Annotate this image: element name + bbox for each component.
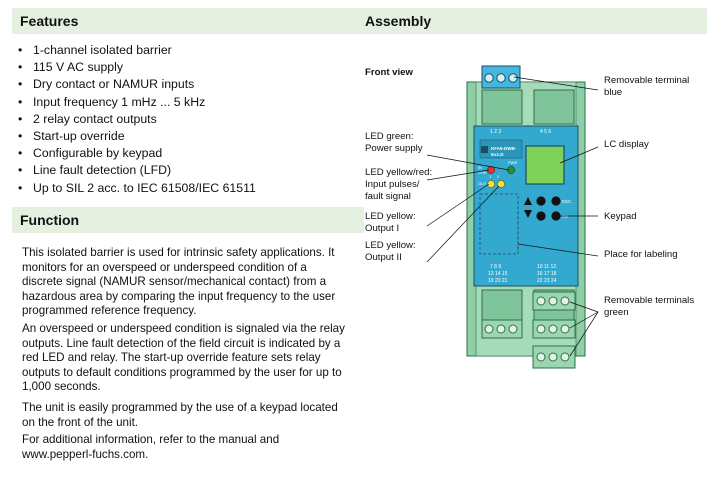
label-line: Removable terminal: [604, 75, 690, 86]
terminal-numbers-bottom-right: 10 11 12: [537, 264, 556, 270]
keypad-button-top-left[interactable]: [536, 196, 546, 206]
screw-icon: [536, 296, 546, 306]
screw-icon: [508, 324, 518, 334]
terminal-numbers-bottom-left: 19 20 21: [488, 278, 508, 284]
label-removable-terminals-green: Removable terminals green: [604, 295, 694, 319]
function-paragraph: For additional information, refer to the…: [22, 433, 280, 461]
label-line: LED yellow:: [365, 240, 416, 251]
features-heading: Features: [12, 8, 364, 34]
label-led-yellow-red: LED yellow/red: Input pulses/ fault sign…: [365, 167, 432, 203]
screw-icon: [536, 352, 546, 362]
leader-line: [426, 154, 510, 171]
screw-icon: [548, 352, 558, 362]
label-led-yellow-output-2: LED yellow: Output II: [365, 240, 416, 264]
terminal-housing-top-left: [481, 89, 523, 125]
list-item: Up to SIL 2 acc. to IEC 61508/IEC 61511: [18, 180, 256, 197]
label-line: Output II: [365, 252, 402, 263]
assembly-heading: Assembly: [357, 8, 707, 34]
leader-line: [426, 185, 500, 263]
label-led-yellow-output-1: LED yellow: Output I: [365, 211, 416, 235]
led-label-pwr: PWR: [508, 160, 517, 165]
terminal-numbers-top-left: 1 2 3: [490, 129, 501, 135]
list-item: 1-channel isolated barrier: [18, 42, 256, 59]
screw-icon: [548, 296, 558, 306]
lc-display: [525, 145, 565, 185]
function-heading: Function: [12, 207, 364, 233]
arrow-up-icon[interactable]: [524, 197, 532, 205]
label-line: LED yellow:: [365, 211, 416, 222]
terminal-housing-bottom-left: [481, 289, 523, 321]
screw-icon: [560, 324, 570, 334]
label-place-for-labeling: Place for labeling: [604, 249, 678, 260]
label-line: LED yellow/red:: [365, 167, 433, 178]
esc-label: ESC: [562, 199, 572, 204]
label-line: Power supply: [365, 143, 423, 154]
list-item: Start-up override: [18, 128, 256, 145]
list-item: Input frequency 1 mHz ... 5 kHz: [18, 94, 256, 111]
function-paragraph: The unit is easily programmed by the use…: [22, 401, 338, 429]
terminal-numbers-bottom-left: 7 8 9: [490, 264, 501, 270]
list-item: 115 V AC supply: [18, 59, 256, 76]
label-lc-display: LC display: [604, 139, 649, 150]
arrow-down-icon[interactable]: [524, 210, 532, 218]
screw-icon: [536, 324, 546, 334]
leader-line: [513, 76, 599, 91]
led-label-1: 1: [489, 174, 492, 179]
brand-logo-icon: [481, 146, 488, 153]
leader-line: [426, 183, 490, 227]
leader-line: [426, 169, 490, 181]
front-view-label: Front view: [365, 67, 413, 78]
terminal-numbers-top-right: 4 5 6: [540, 129, 551, 135]
label-line: blue: [604, 87, 623, 98]
ok-label: OK: [562, 214, 569, 219]
screw-icon: [484, 324, 494, 334]
screw-icon: [548, 324, 558, 334]
list-item: Dry contact or NAMUR inputs: [18, 76, 256, 93]
model-name: KFA6-DWB-: [491, 146, 517, 151]
label-line: Removable terminals: [604, 295, 695, 306]
label-led-green: LED green: Power supply: [365, 131, 423, 155]
leader-line: [517, 243, 599, 257]
features-list: 1-channel isolated barrier 115 V AC supp…: [18, 42, 256, 197]
screw-icon: [560, 352, 570, 362]
label-removable-terminal-blue: Removable terminal blue: [604, 75, 689, 99]
list-item: 2 relay contact outputs: [18, 111, 256, 128]
screw-icon: [484, 73, 494, 83]
terminal-numbers-bottom-right: 16 17 18: [537, 271, 557, 277]
list-item: Line fault detection (LFD): [18, 162, 256, 179]
screw-icon: [508, 73, 518, 83]
led-yellow-icon: [497, 180, 505, 188]
label-line: Output I: [365, 223, 400, 234]
led-label-chk: CHK: [478, 170, 487, 175]
leader-line: [559, 146, 599, 164]
model-label-area: [479, 139, 523, 159]
model-suffix: Ex1.D: [491, 152, 504, 157]
screw-icon: [496, 73, 506, 83]
leader-line: [569, 301, 599, 313]
list-item: Configurable by keypad: [18, 145, 256, 162]
label-keypad: Keypad: [604, 211, 637, 222]
terminal-numbers-bottom-right: 22 23 24: [537, 278, 557, 284]
function-paragraph: This isolated barrier is used for intrin…: [22, 246, 336, 318]
label-line: green: [604, 307, 629, 318]
leader-line: [569, 311, 599, 357]
keypad-button-esc[interactable]: [551, 196, 561, 206]
terminal-housing-top-right: [533, 89, 575, 125]
label-line: fault signal: [365, 191, 411, 202]
label-line: Input pulses/: [365, 179, 420, 190]
led-label-in: IN: [478, 165, 482, 170]
screw-icon: [560, 296, 570, 306]
terminal-numbers-bottom-left: 13 14 15: [488, 271, 508, 277]
function-paragraph: An overspeed or underspeed condition is …: [22, 322, 345, 394]
screw-icon: [496, 324, 506, 334]
keypad-button-bottom-left[interactable]: [536, 211, 546, 221]
label-line: LED green:: [365, 131, 414, 142]
leader-line: [569, 311, 599, 329]
led-label-out: OUT: [478, 181, 487, 186]
led-label-2: 2: [497, 174, 500, 179]
led-yellow-icon: [487, 180, 495, 188]
